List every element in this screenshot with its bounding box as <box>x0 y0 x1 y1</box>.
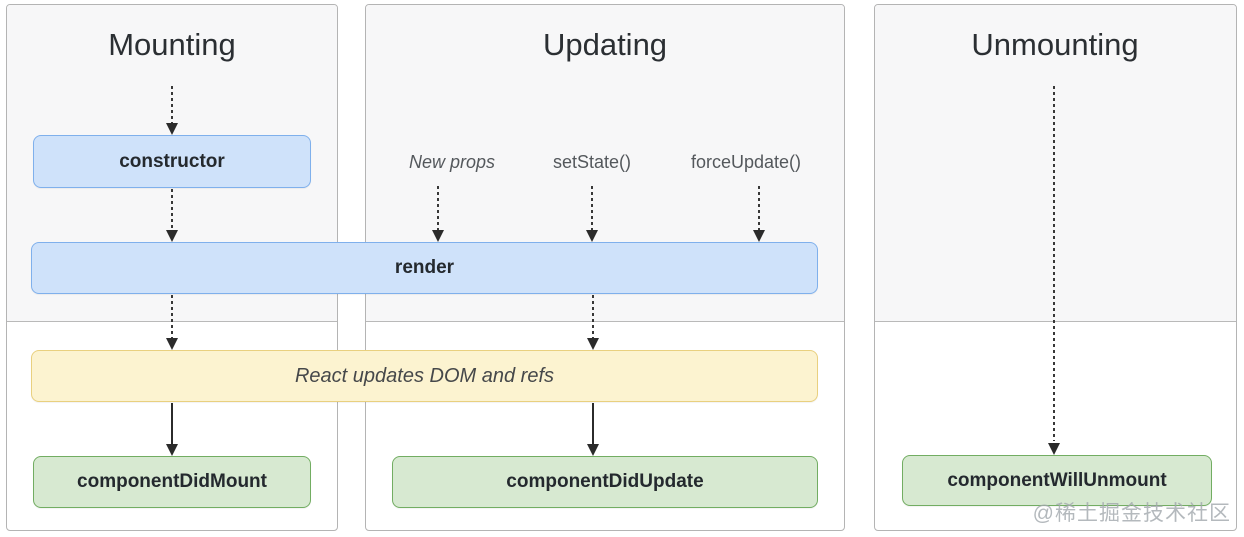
lifecycle-box-componentdidupdate[interactable]: componentDidUpdate <box>392 456 818 508</box>
arrowhead-icon <box>166 123 178 135</box>
column-title-updating: Updating <box>542 27 668 62</box>
dashed-arrow-line <box>1053 86 1055 441</box>
solid-arrow-line <box>171 403 173 444</box>
lifecycle-box-constructor[interactable]: constructor <box>33 135 311 188</box>
solid-arrow-line <box>592 403 594 444</box>
arrowhead-icon <box>1048 443 1060 455</box>
dashed-arrow-line <box>591 186 593 230</box>
dashed-arrow-line <box>171 295 173 338</box>
column-title-unmounting: Unmounting <box>971 27 1139 62</box>
dashed-arrow-line <box>437 186 439 230</box>
column-card-unmounting <box>874 4 1237 531</box>
lifecycle-box-componentdidmount[interactable]: componentDidMount <box>33 456 311 508</box>
trigger-label-setstate: setState() <box>552 152 632 172</box>
arrowhead-icon <box>166 444 178 456</box>
arrowhead-icon <box>587 444 599 456</box>
render-phase-background <box>875 5 1236 322</box>
dashed-arrow-line <box>171 189 173 230</box>
react-updates-dom-box: React updates DOM and refs <box>31 350 818 402</box>
trigger-label-new-props: New props <box>408 152 496 172</box>
dashed-arrow-line <box>171 86 173 125</box>
dashed-arrow-line <box>592 295 594 338</box>
dashed-arrow-line <box>758 186 760 230</box>
lifecycle-box-render[interactable]: render <box>31 242 818 294</box>
column-title-mounting: Mounting <box>108 27 236 62</box>
lifecycle-box-componentwillunmount[interactable]: componentWillUnmount <box>902 455 1212 506</box>
arrowhead-icon <box>166 338 178 350</box>
arrowhead-icon <box>432 230 444 242</box>
trigger-label-forceupdate: forceUpdate() <box>690 152 802 172</box>
arrowhead-icon <box>166 230 178 242</box>
arrowhead-icon <box>586 230 598 242</box>
arrowhead-icon <box>587 338 599 350</box>
arrowhead-icon <box>753 230 765 242</box>
juejin-watermark: @稀土掘金技术社区 <box>1032 502 1231 525</box>
